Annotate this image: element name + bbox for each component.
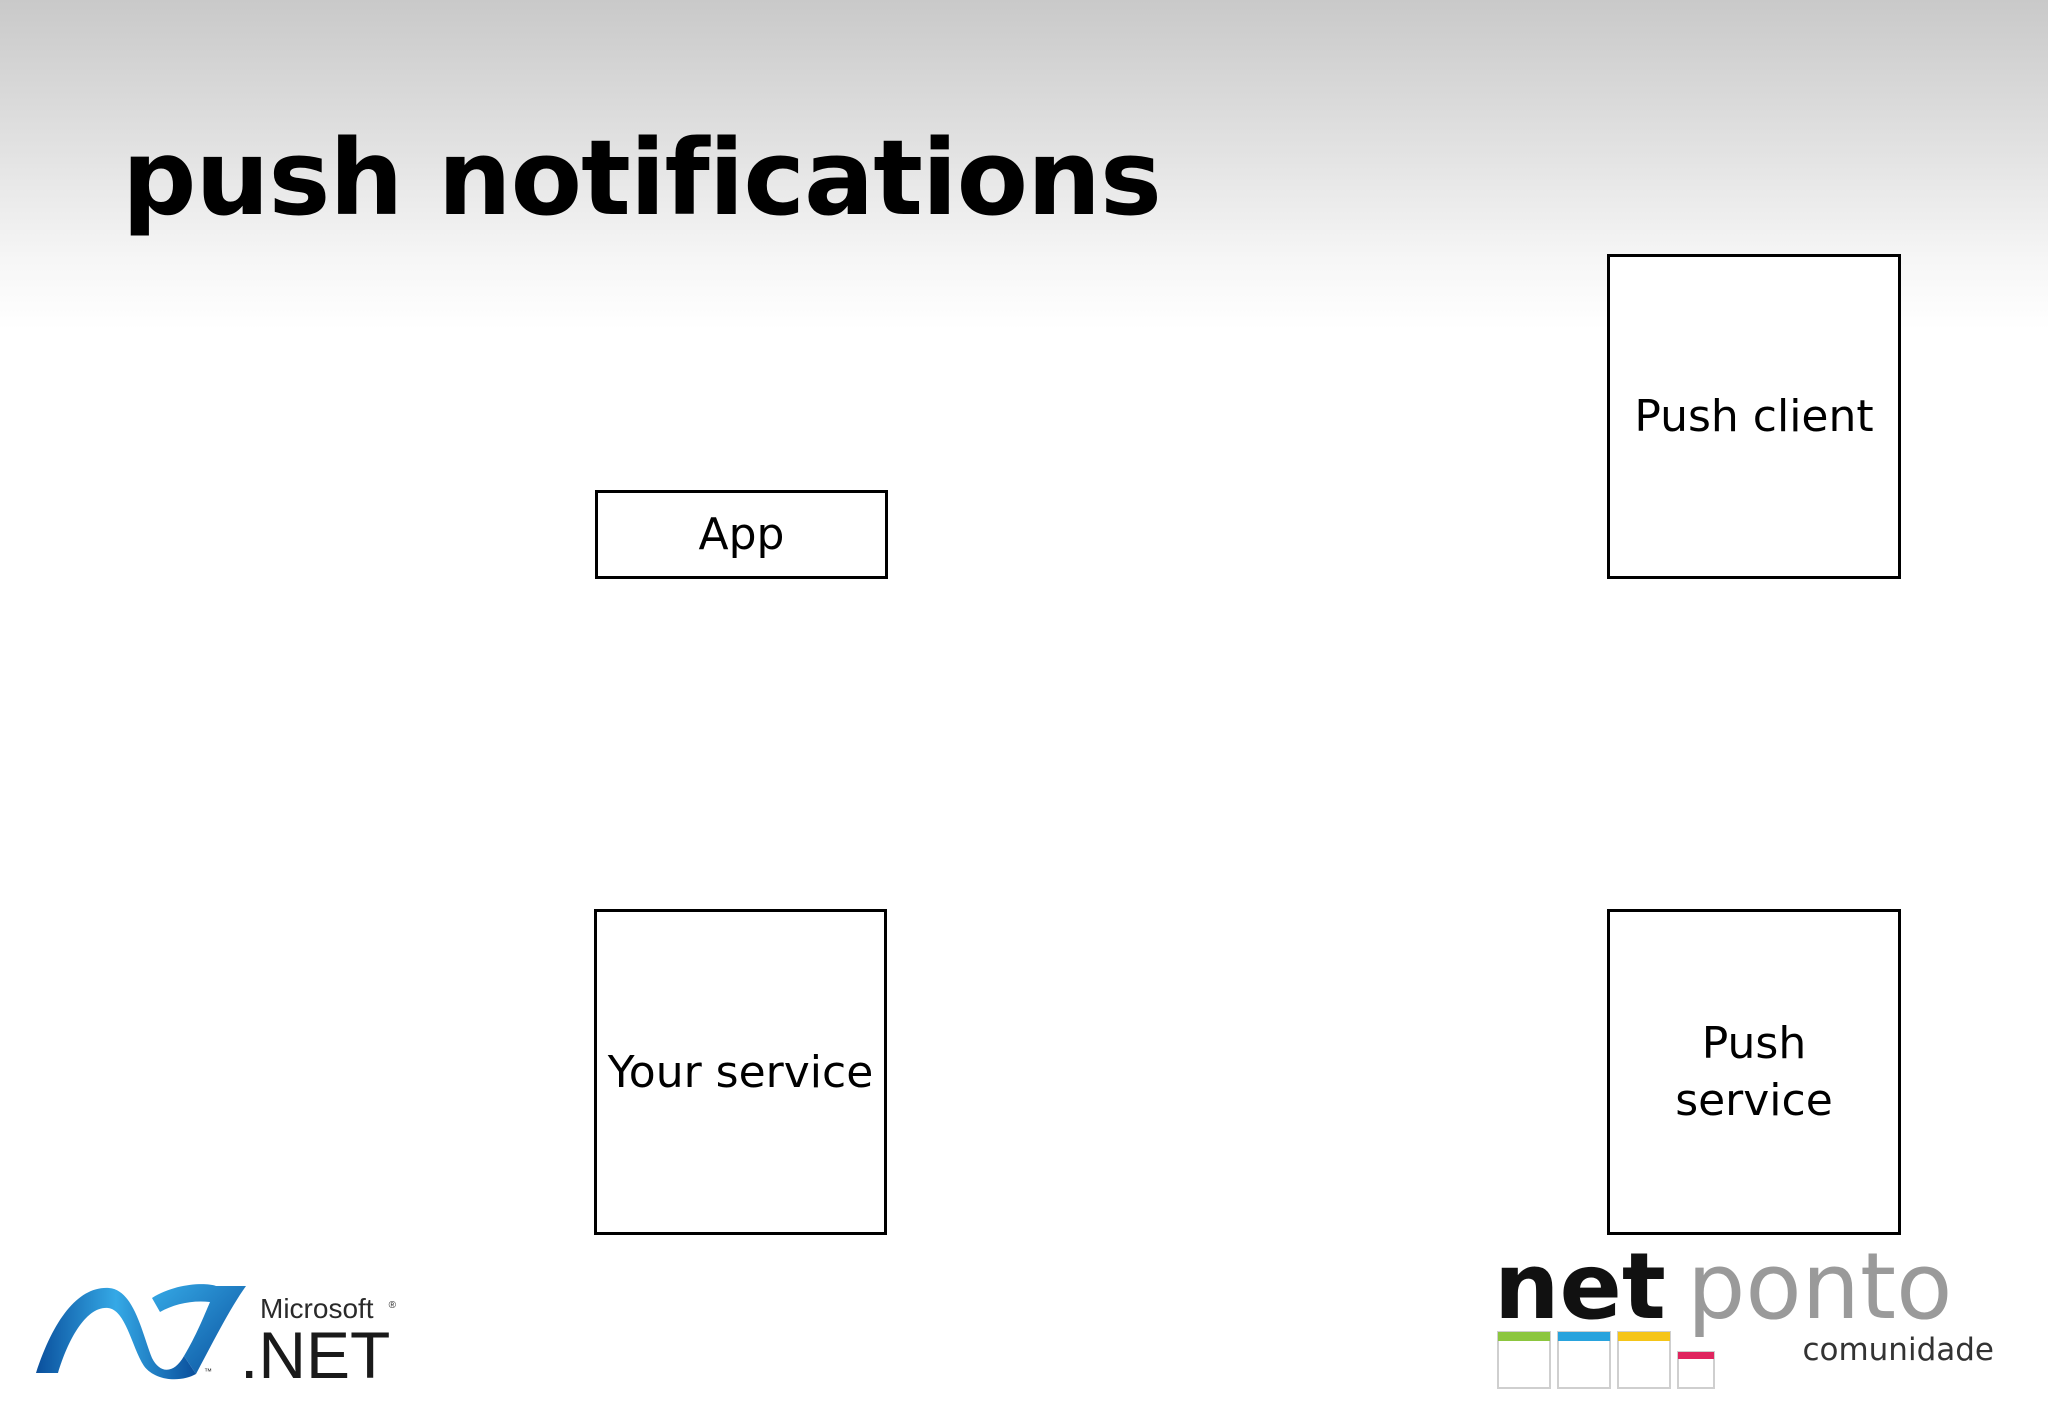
netponto-ponto-text: ponto xyxy=(1687,1240,1952,1340)
netponto-tagline-text: comunidade xyxy=(1802,1332,1994,1368)
your-service-box: Your service xyxy=(594,909,887,1235)
dotnet-brand-text: Microsoft xyxy=(260,1293,374,1324)
microsoft-dotnet-logo: Microsoft ® .NET ™ xyxy=(36,1284,397,1384)
dotnet-tm-text: ™ xyxy=(204,1367,212,1376)
svg-text:®: ® xyxy=(389,1300,397,1311)
netponto-blocks-icon xyxy=(1497,1331,1715,1389)
push-client-box: Push client xyxy=(1607,254,1901,579)
push-client-box-label: Push client xyxy=(1634,391,1874,442)
your-service-box-label: Your service xyxy=(607,1046,874,1098)
slide-title: push notifications xyxy=(122,117,1162,239)
dotnet-wave-icon xyxy=(36,1284,246,1380)
push-service-box-label: Push service xyxy=(1675,1018,1833,1126)
dotnet-product-text: .NET xyxy=(240,1318,390,1384)
netponto-logo: net ponto comunidade xyxy=(1494,1240,1994,1389)
push-service-box: Push service xyxy=(1607,909,1901,1235)
netponto-net-text: net xyxy=(1494,1240,1666,1340)
app-box: App xyxy=(595,490,888,579)
app-box-label: App xyxy=(698,509,785,560)
